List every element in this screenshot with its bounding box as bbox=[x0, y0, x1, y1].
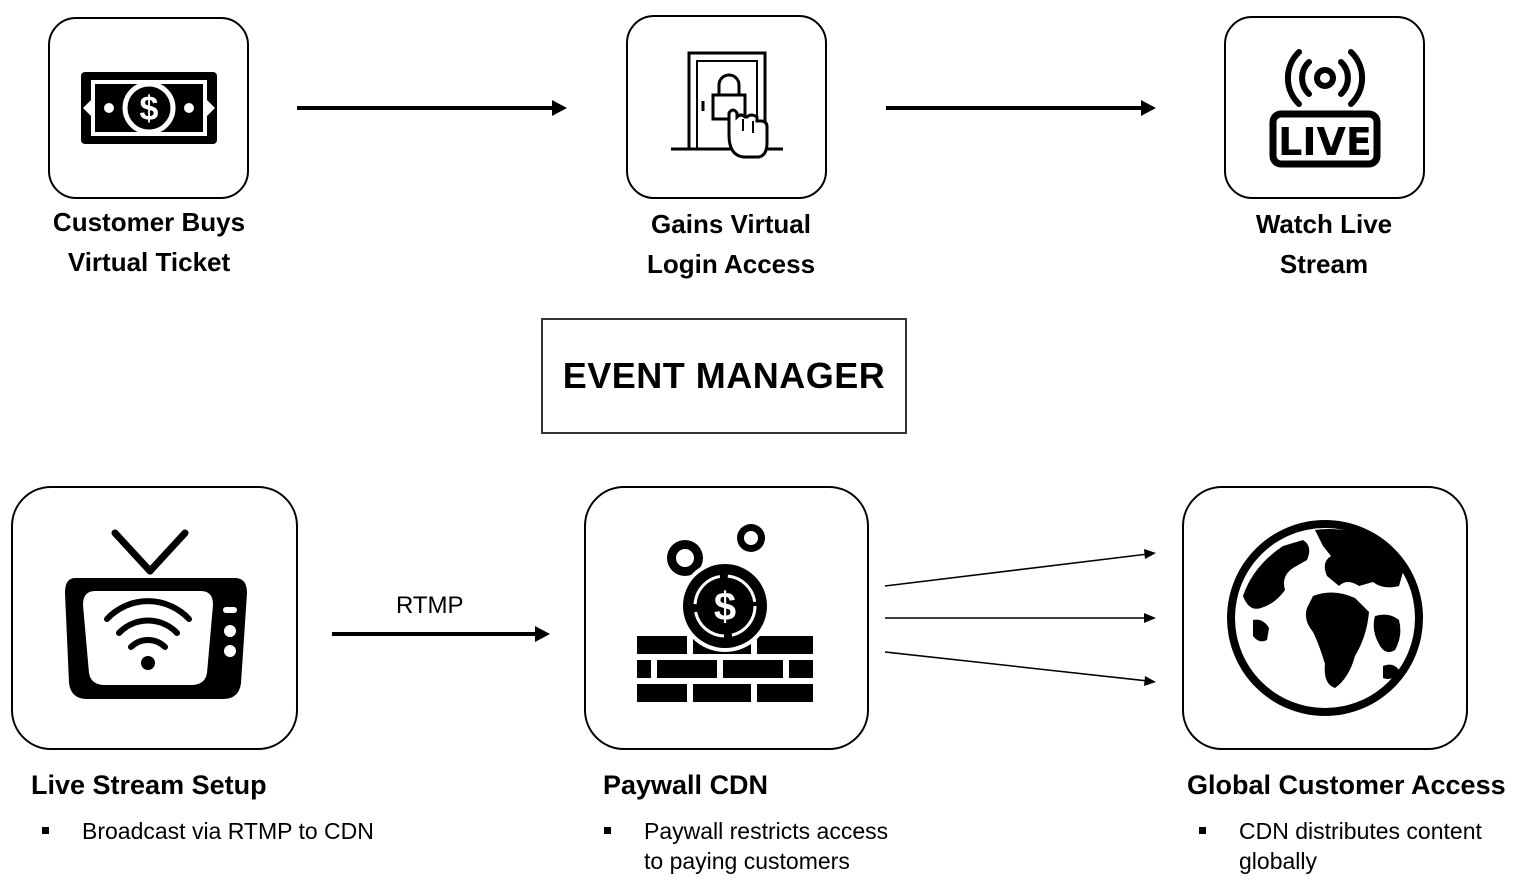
login-label-line1: Gains Virtual bbox=[651, 209, 811, 239]
paywall-cdn-box: $ bbox=[584, 486, 869, 750]
door-lock-touch-icon bbox=[670, 51, 783, 159]
live-step-box: LIVE bbox=[1224, 16, 1425, 199]
global-access-bullet-line2: globally bbox=[1239, 848, 1317, 874]
paywall-cdn-title: Paywall CDN bbox=[603, 770, 769, 800]
login-label-line2: Login Access bbox=[646, 249, 816, 279]
ticket-step-label: Customer Buys Virtual Ticket bbox=[18, 202, 280, 282]
live-icon-text: LIVE bbox=[1278, 120, 1372, 164]
arrows-cdn-distribution bbox=[884, 549, 1156, 686]
login-step-label: Gains Virtual Login Access bbox=[601, 204, 861, 284]
live-label-line1: Watch Live bbox=[1255, 209, 1393, 239]
login-step-box bbox=[626, 15, 827, 199]
ticket-label-line1: Customer Buys bbox=[52, 207, 246, 237]
arrow-login-to-live bbox=[886, 100, 1156, 116]
bullet-marker bbox=[604, 827, 611, 834]
live-label-line2: Stream bbox=[1279, 249, 1369, 279]
globe-icon bbox=[1227, 520, 1423, 716]
coin-firewall-icon: $ bbox=[636, 524, 813, 702]
rtmp-label: RTMP bbox=[396, 592, 464, 619]
ticket-label-line2: Virtual Ticket bbox=[67, 247, 231, 277]
svg-text:$: $ bbox=[713, 585, 735, 629]
arrow-rtmp bbox=[332, 626, 550, 642]
global-access-box bbox=[1182, 486, 1468, 750]
paywall-cdn-bullet-line2: to paying customers bbox=[644, 848, 850, 874]
paywall-cdn-bullet-line1: Paywall restricts access bbox=[644, 818, 889, 844]
tv-wifi-icon bbox=[64, 529, 247, 699]
live-stream-setup-title: Live Stream Setup bbox=[31, 770, 267, 800]
event-manager-title: EVENT MANAGER bbox=[541, 318, 907, 434]
money-bill-icon: $ bbox=[80, 72, 217, 144]
live-stream-setup-bullet-text: Broadcast via RTMP to CDN bbox=[82, 818, 374, 844]
live-step-label: Watch Live Stream bbox=[1194, 204, 1454, 284]
live-broadcast-icon: LIVE bbox=[1269, 48, 1380, 167]
global-access-title: Global Customer Access bbox=[1187, 770, 1506, 800]
global-access-bullet-line1: CDN distributes content bbox=[1239, 818, 1482, 844]
bullet-marker bbox=[42, 827, 49, 834]
bullet-marker bbox=[1199, 827, 1206, 834]
svg-text:$: $ bbox=[139, 90, 158, 128]
arrow-ticket-to-login bbox=[297, 100, 567, 116]
ticket-step-box: $ bbox=[48, 17, 249, 199]
live-stream-setup-box bbox=[11, 486, 298, 750]
